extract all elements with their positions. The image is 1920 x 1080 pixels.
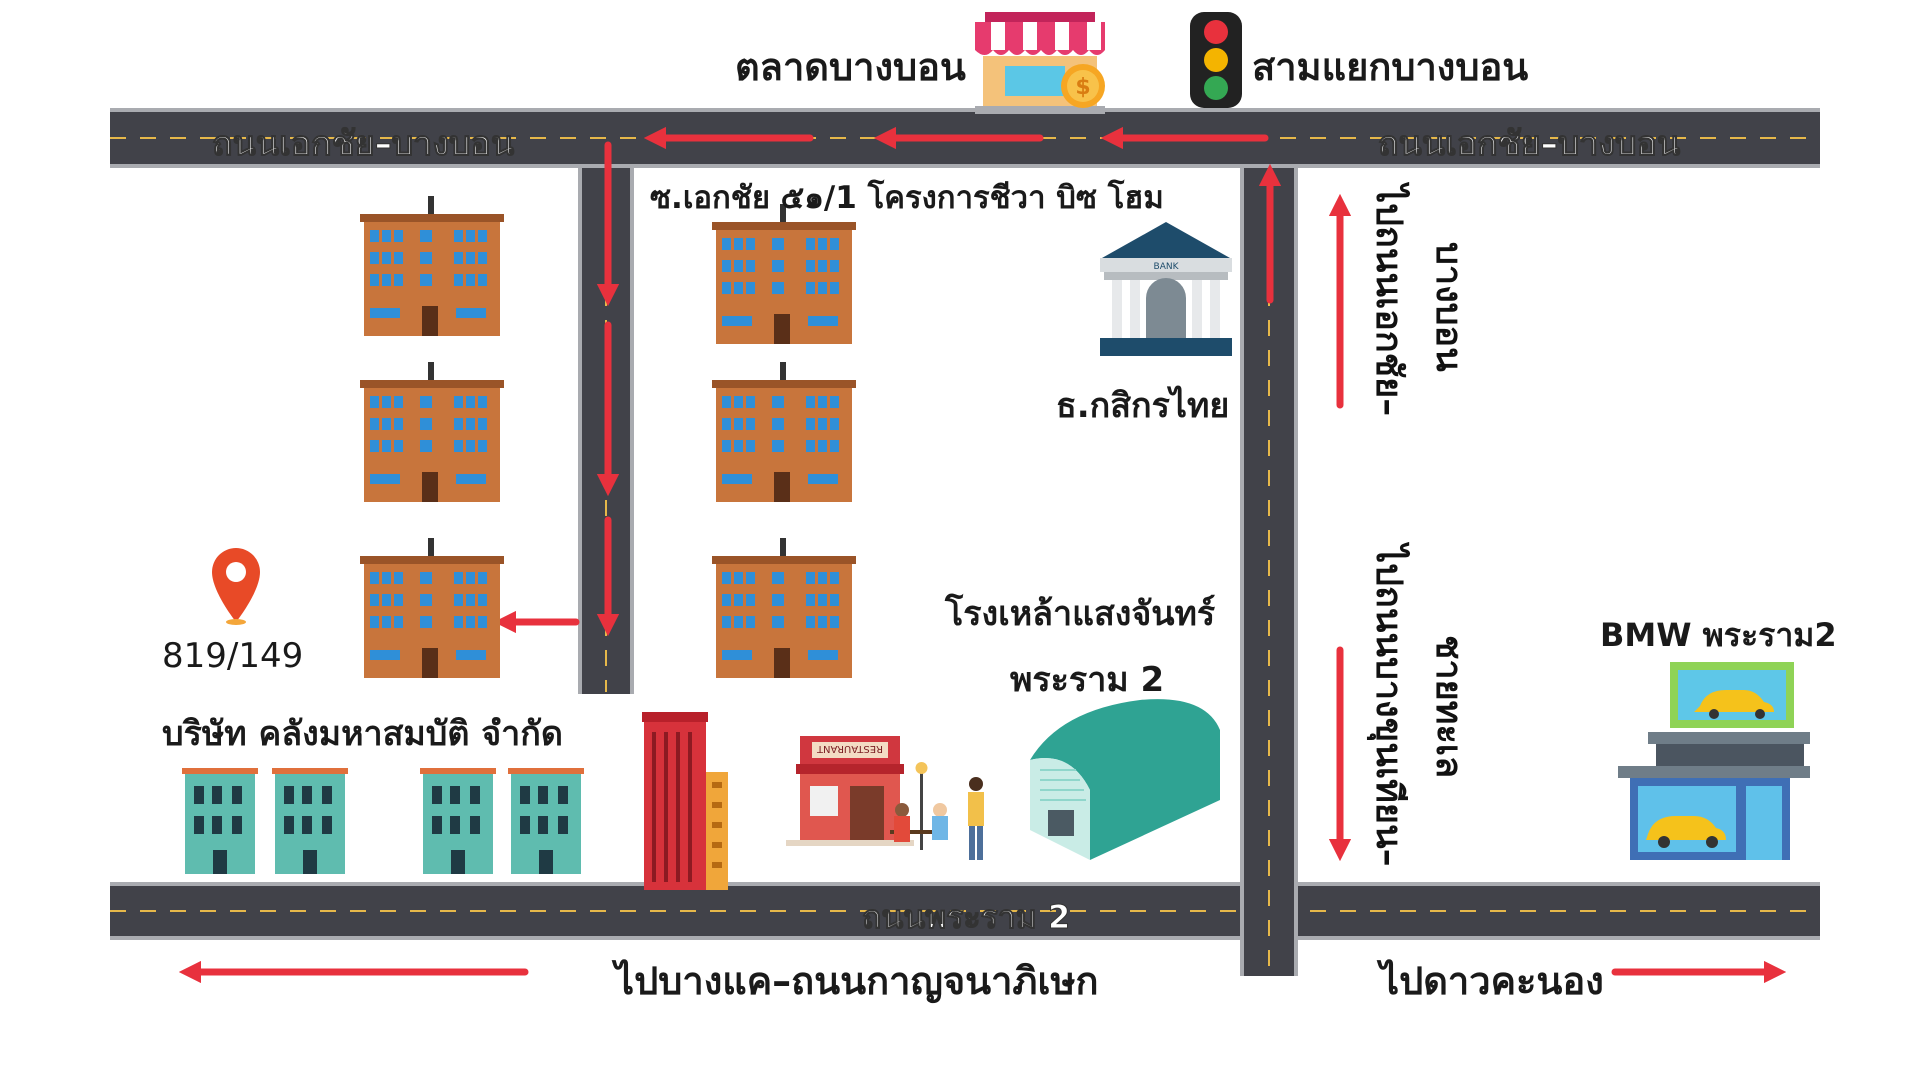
market-label: ตลาดบางบอน — [735, 45, 966, 89]
bmw-label: BMW พระราม2 — [1600, 616, 1837, 654]
route-arrows — [178, 126, 1787, 984]
direction-to-bangkhunthian-line1: ไปถนนบางขุนเทียน– — [1368, 545, 1409, 867]
road-rama2 — [110, 882, 1820, 940]
direction-to-bangkhae: ไปบางแค–ถนนกาญจนาภิเษก — [615, 959, 1099, 1003]
direction-to-ekkachai-line1: ไปถนนเอกชัย– — [1368, 185, 1409, 417]
direction-to-ekkachai-line2: บางบอน — [1428, 242, 1469, 372]
svg-text:RESTAURANT: RESTAURANT — [816, 743, 883, 754]
location-pin-icon — [212, 548, 260, 625]
address-label: 819/149 — [162, 636, 304, 676]
company-label: บริษัท คลังมหาสมบัติ จำกัด — [162, 714, 563, 754]
low-rise-buildings — [182, 768, 584, 874]
soi-label: ซ.เอกชัย ๕๑/1 โครงการชีวา บิซ โฮม — [650, 180, 1164, 216]
road-label-ekkachai-left: ถนนเอกชัย–บางบอน — [211, 124, 515, 165]
road-ekkachai-bangbon — [110, 108, 1820, 168]
road-label-rama2: ถนนพระราม 2 — [861, 898, 1071, 937]
office-tower-icon — [642, 712, 728, 890]
svg-text:$: $ — [1075, 75, 1090, 100]
brewery-label-line2: พระราม 2 — [1010, 660, 1165, 700]
bank-label: ธ.กสิกรไทย — [1056, 386, 1230, 426]
direction-to-bangkhunthian-line2: ชายทะเล — [1428, 635, 1469, 779]
car-showroom-icon — [1618, 662, 1810, 860]
market-stall-icon: $ — [975, 12, 1105, 114]
brewery-label-line1: โรงเหล้าแสงจันทร์ — [945, 594, 1216, 634]
svg-text:BANK: BANK — [1154, 262, 1180, 272]
restaurant-icon: RESTAURANT — [786, 736, 984, 860]
road-label-ekkachai-right: ถนนเอกชัย–บางบอน — [1377, 124, 1681, 165]
direction-to-daokhanong: ไปดาวคะนอง — [1380, 959, 1604, 1003]
bank-icon: BANK — [1100, 222, 1232, 356]
traffic-light-icon — [1190, 12, 1242, 108]
warehouse-icon — [1030, 699, 1220, 860]
intersection-label: สามแยกบางบอน — [1252, 45, 1529, 89]
